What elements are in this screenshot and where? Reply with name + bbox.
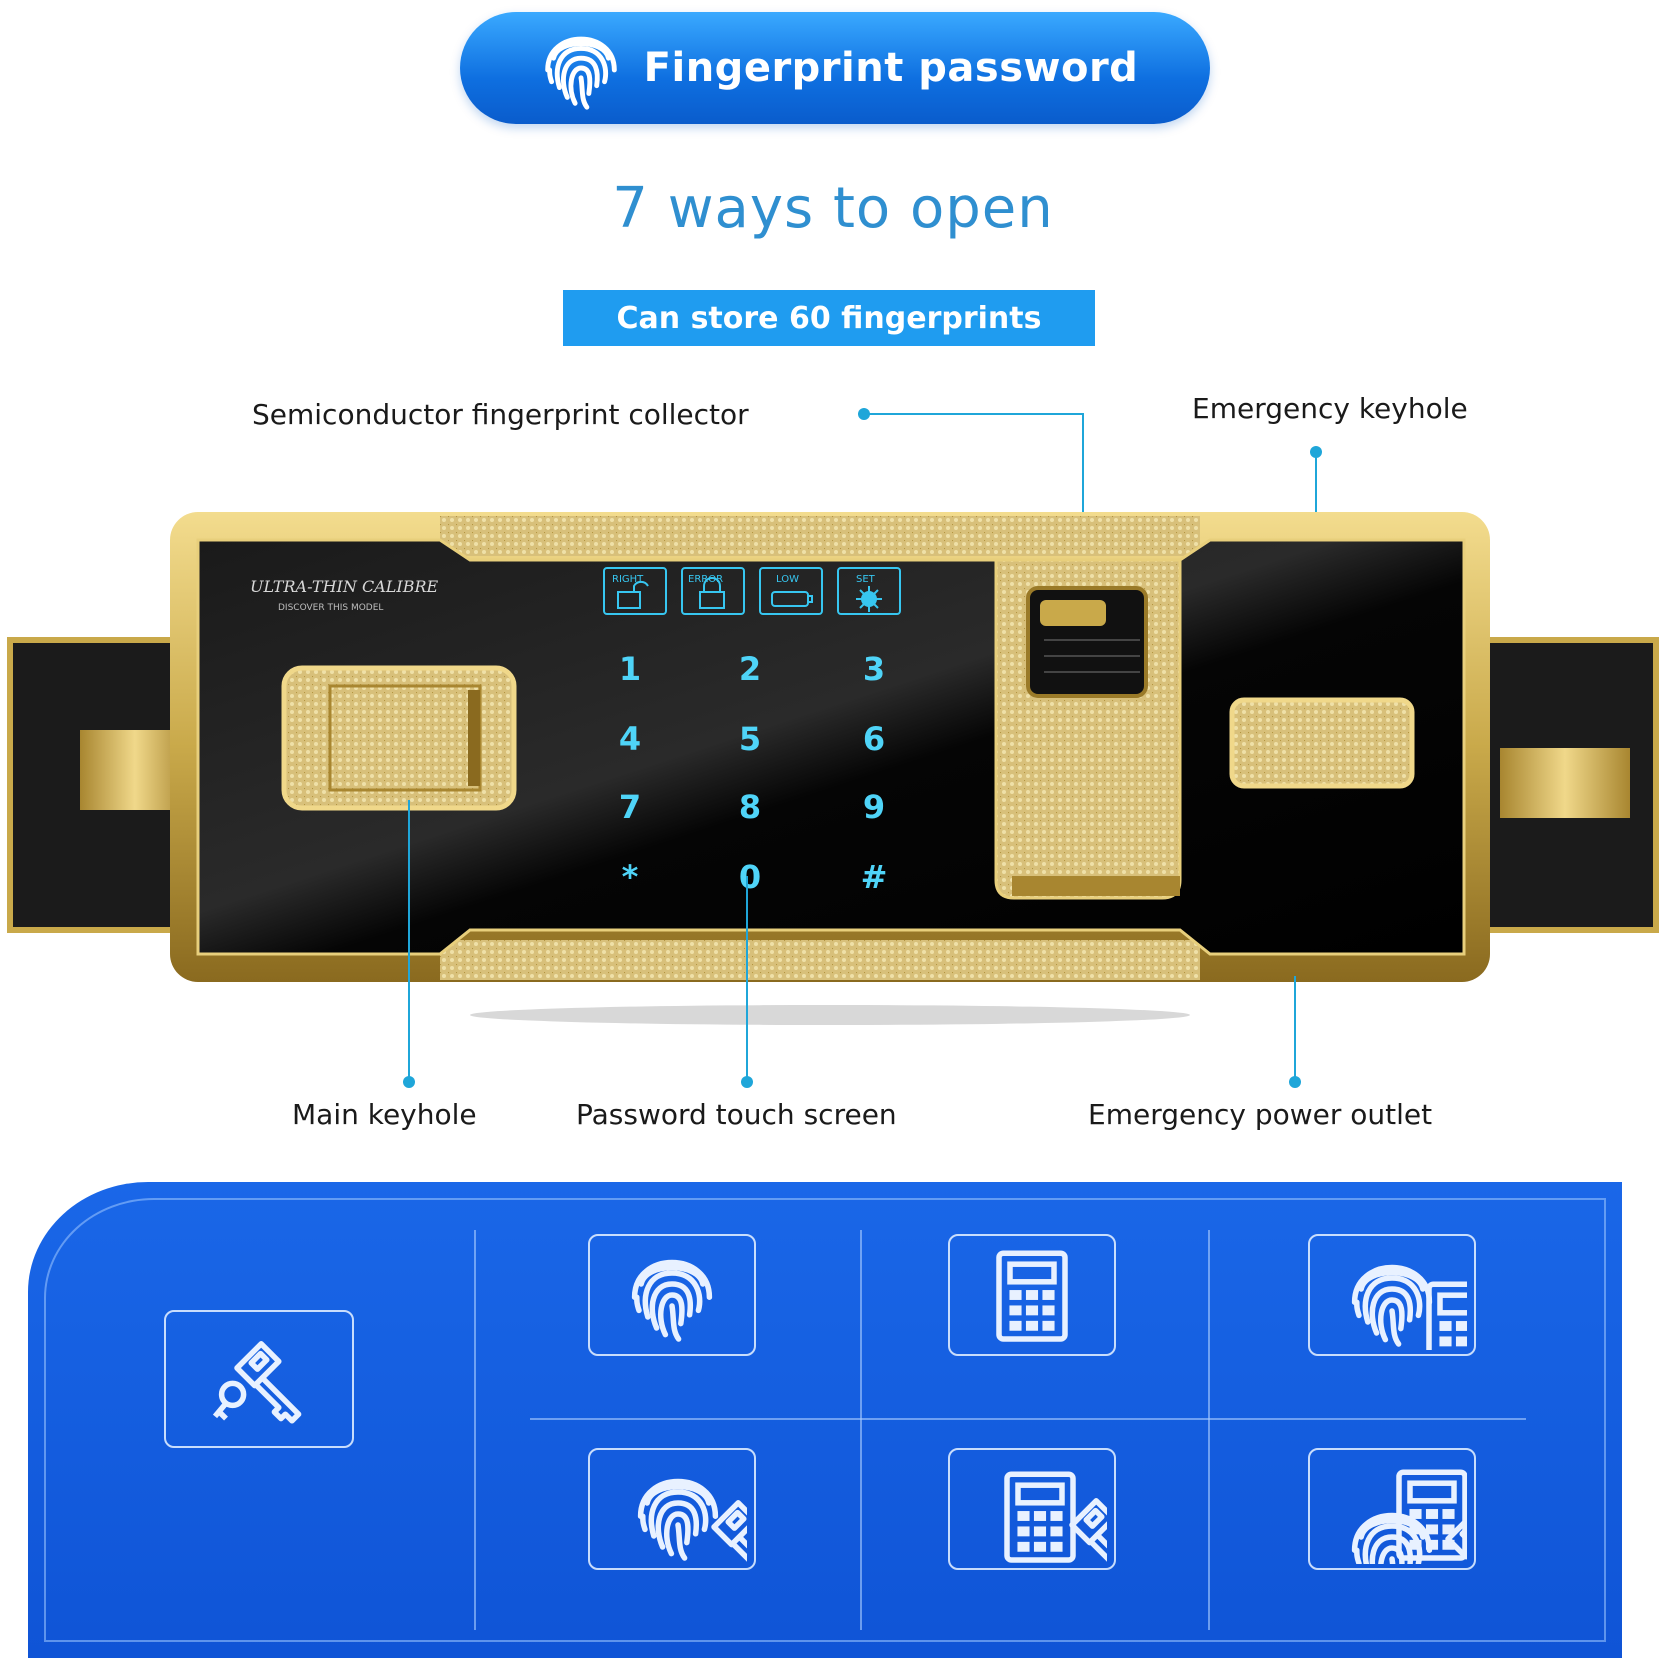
label-emergency-keyhole: Emergency keyhole <box>1192 392 1468 425</box>
status-low: LOW <box>759 567 823 615</box>
panel-border <box>44 1198 1606 1642</box>
header-title: Fingerprint password <box>643 45 1139 91</box>
status-right: RIGHT <box>603 567 667 615</box>
keypad-key[interactable]: # <box>861 858 888 896</box>
fingerprint-icon <box>532 19 630 117</box>
fingerprint-collector[interactable] <box>994 558 1182 900</box>
status-error: ERROR <box>681 567 745 615</box>
left-bolt <box>7 637 190 933</box>
label-power-outlet: Emergency power outlet <box>1088 1098 1433 1131</box>
locked-icon <box>699 577 725 609</box>
keypad-icon <box>957 1240 1107 1350</box>
keypad-key[interactable]: 4 <box>619 720 641 758</box>
callout-line <box>864 413 1084 415</box>
safe-lock-panel: ULTRA-THIN CALIBRE DISCOVER THIS MODEL R… <box>7 512 1659 1025</box>
method-fingerprint-password[interactable] <box>1308 1234 1476 1356</box>
fingerprint-icon <box>597 1240 747 1350</box>
callout-dot <box>741 1076 753 1088</box>
method-fingerprint-key[interactable] <box>588 1448 756 1570</box>
fingerprint-keypad-key-icon <box>1317 1454 1467 1564</box>
keypad-key[interactable]: 8 <box>739 788 761 826</box>
method-fingerprint-password-key[interactable] <box>1308 1448 1476 1570</box>
fingerprint-keypad-icon <box>1317 1240 1467 1350</box>
keypad-key[interactable]: 7 <box>619 788 641 826</box>
right-bolt <box>1483 637 1659 933</box>
status-label: RIGHT <box>612 574 644 585</box>
main-keyhole[interactable] <box>281 665 517 811</box>
callout-line <box>1294 976 1296 1080</box>
settings-icon <box>856 586 882 612</box>
header-banner: Fingerprint password <box>460 12 1210 124</box>
callout-line <box>408 800 410 1082</box>
label-touch-screen: Password touch screen <box>576 1098 897 1131</box>
status-label: ERROR <box>688 574 723 585</box>
fingerprint-key-icon <box>597 1454 747 1564</box>
status-set: SET <box>837 567 901 615</box>
keypad-key[interactable]: * <box>622 858 639 896</box>
method-password-key[interactable] <box>948 1448 1116 1570</box>
label-main-keyhole: Main keyhole <box>292 1098 477 1131</box>
callout-dot <box>1289 1076 1301 1088</box>
brand-text: ULTRA-THIN CALIBRE <box>250 577 438 596</box>
key-icon <box>212 1324 334 1434</box>
capacity-banner: Can store 60 fingerprints <box>563 290 1095 346</box>
divider <box>530 1418 1526 1420</box>
keypad-key[interactable]: 0 <box>739 858 761 896</box>
status-label: SET <box>856 574 876 585</box>
method-password[interactable] <box>948 1234 1116 1356</box>
keypad-key[interactable]: 9 <box>863 788 885 826</box>
status-label: LOW <box>776 574 799 585</box>
battery-icon <box>771 591 813 607</box>
label-fingerprint-collector: Semiconductor fingerprint collector <box>252 398 749 431</box>
keypad-key[interactable]: 5 <box>739 720 761 758</box>
method-key[interactable] <box>164 1310 354 1448</box>
callout-dot <box>403 1076 415 1088</box>
divider <box>860 1230 862 1630</box>
unlocked-icon <box>617 580 649 609</box>
keypad-key[interactable]: 3 <box>863 650 885 688</box>
method-fingerprint[interactable] <box>588 1234 756 1356</box>
emergency-keyhole[interactable] <box>1229 697 1415 789</box>
divider <box>474 1230 476 1630</box>
keypad-key[interactable]: 6 <box>863 720 885 758</box>
tagline-text: DISCOVER THIS MODEL <box>278 603 383 613</box>
divider <box>1208 1230 1210 1630</box>
keypad-key-icon <box>957 1454 1107 1564</box>
callout-line <box>746 876 748 1080</box>
page-subtitle: 7 ways to open <box>612 176 1054 241</box>
keypad-key[interactable]: 1 <box>619 650 641 688</box>
keypad-key[interactable]: 2 <box>739 650 761 688</box>
